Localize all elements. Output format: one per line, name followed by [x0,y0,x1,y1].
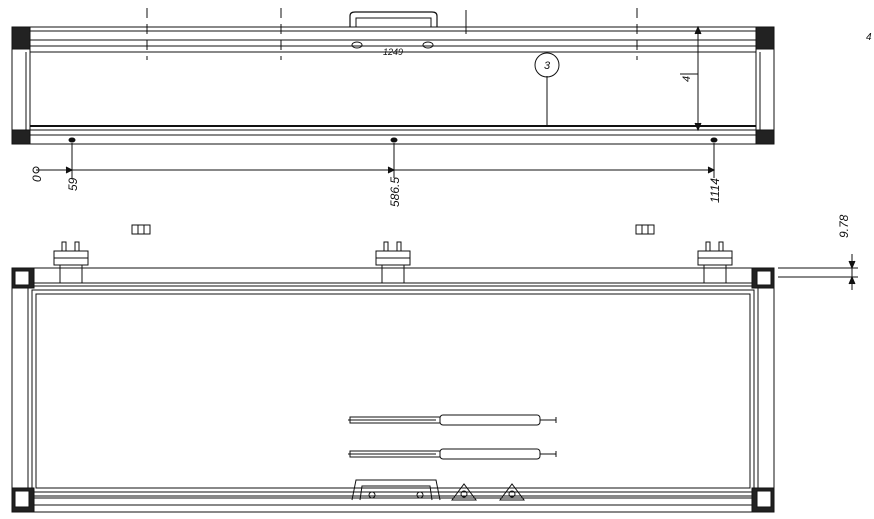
balloon-number: 3 [544,60,551,72]
dim-left-hole: 59 [66,177,80,191]
latch-clip [451,483,477,501]
hinge-right [697,241,733,284]
corner-block [11,129,31,145]
dim-right-hole: 1114 [708,178,722,203]
rivet [422,41,434,49]
pin-lower [348,448,557,460]
dim-origin: 0 [30,175,44,182]
pin-upper [348,414,557,426]
hole-marker [68,137,76,143]
ordinate-dimensions [32,143,716,178]
bottom-handle-bracket [351,479,441,501]
front-view [11,224,858,513]
dim-side-thickness: 9.78 [837,214,851,238]
rivet [351,41,363,49]
dim-center-hole: 586.5 [388,177,402,207]
inner-panel [27,285,759,497]
side-mark: 4 [681,76,693,82]
origin-marker [32,166,40,174]
marker-block [635,224,655,235]
carry-handle [349,11,438,27]
edge-mark: 4 [866,32,872,43]
front-outer-frame [11,267,775,513]
top-view [11,8,775,145]
latch-clip [499,483,525,501]
balloon-3 [534,52,560,78]
hole-marker [710,137,718,143]
length-label: 1249 [383,47,403,57]
marker-block [131,224,151,235]
corner-block [755,26,775,50]
hinge-center [375,241,411,284]
hole-marker [390,137,398,143]
corner-block [755,129,775,145]
corner-block [11,26,31,50]
hinge-left [53,241,89,284]
